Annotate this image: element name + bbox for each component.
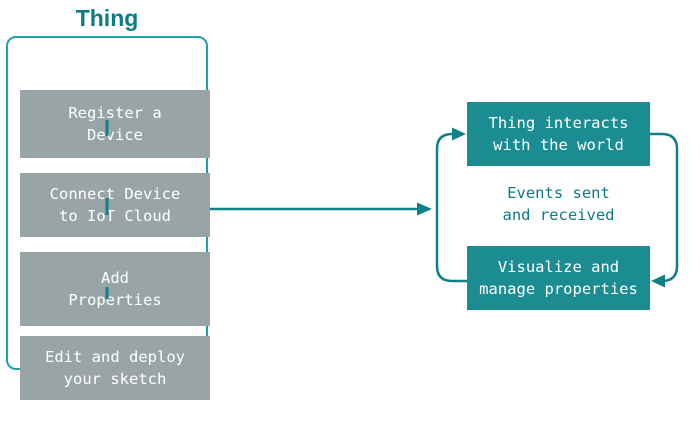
step-text-line: Device [87, 126, 143, 144]
cycle-left-arrow-head-icon [452, 127, 466, 141]
step-text-line: your sketch [63, 370, 167, 388]
thing-panel-title: Thing [75, 5, 139, 31]
step-text-line: Connect Device [49, 185, 181, 203]
cycle-box-text-line: Thing interacts [488, 114, 629, 132]
step-text-line: Add [101, 269, 129, 287]
cycle-box-text-line: with the world [493, 136, 624, 154]
step-box-register-device: Register a Device [20, 90, 210, 158]
step-text-line: to IoT Cloud [59, 207, 171, 225]
cycle-right-arrow-head-icon [651, 274, 665, 288]
cycle-box-visualize-manage: Visualize and manage properties [467, 246, 650, 310]
cycle-left-loop-path [435, 132, 467, 283]
cycle-events-label-line: Events sent [507, 184, 610, 202]
thing-panel: Register a Device Connect Device to IoT … [6, 36, 210, 400]
cycle-right-loop-path [650, 132, 679, 283]
step-text-line: Properties [68, 291, 162, 309]
flow-arrow-head-icon [417, 202, 432, 216]
cycle-events-label: Events sent and received [467, 182, 650, 226]
cycle-events-label-line: and received [502, 206, 615, 224]
step-text-line: Edit and deploy [45, 348, 185, 366]
cycle-box-thing-interacts: Thing interacts with the world [467, 102, 650, 166]
step-box-connect-device: Connect Device to IoT Cloud [20, 173, 210, 237]
cycle-box-text-line: manage properties [479, 280, 638, 298]
cycle-box-text-line: Visualize and [497, 258, 620, 276]
step-box-add-properties: Add Properties [20, 252, 210, 326]
step-box-edit-deploy-sketch: Edit and deploy your sketch [20, 336, 210, 400]
step-text-line: Register a [68, 104, 162, 122]
